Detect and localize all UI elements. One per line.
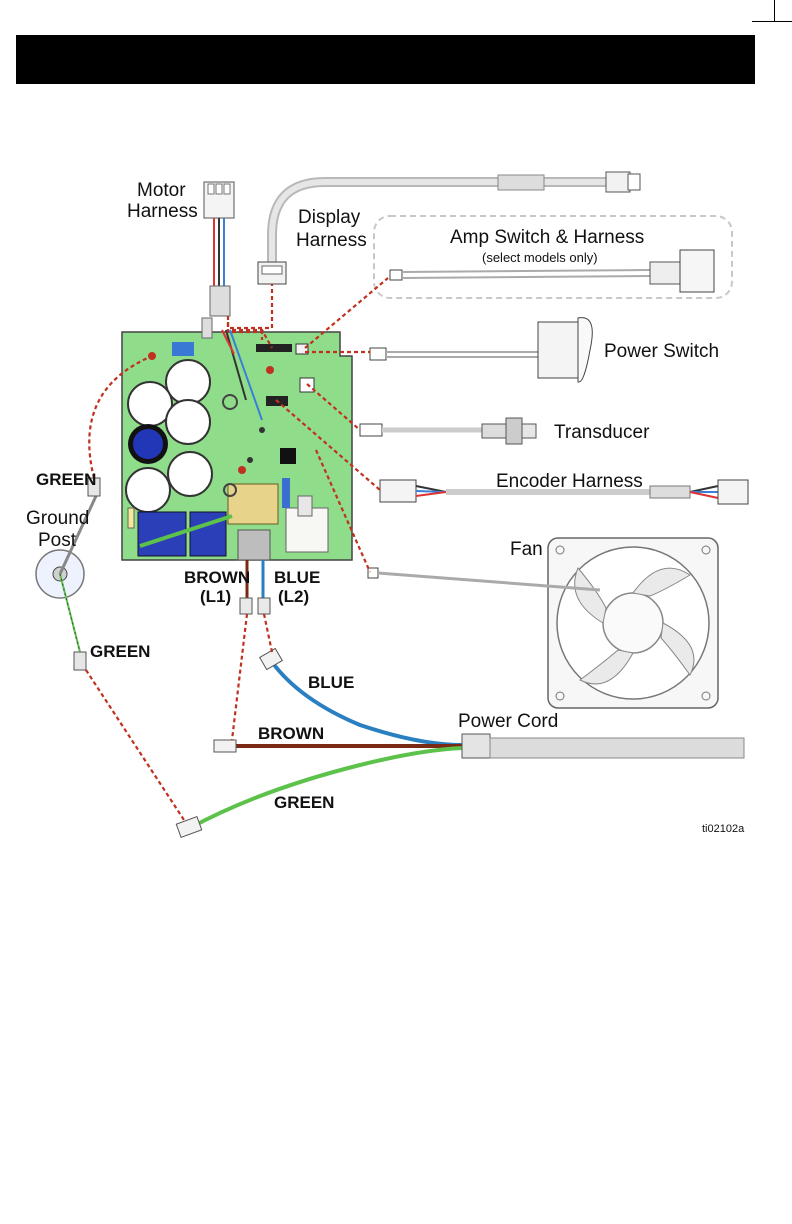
fan [368, 538, 718, 708]
label-brown-l1-line1: BROWN [184, 568, 250, 587]
label-motor-line1: Motor [137, 180, 186, 201]
label-blue-l2-line2: (L2) [278, 587, 309, 606]
transducer [360, 418, 536, 444]
label-display-line1: Display [298, 207, 361, 228]
label-green-top: GREEN [36, 470, 96, 489]
label-amp-switch-note: (select models only) [482, 250, 598, 265]
label-display-line2: Harness [296, 230, 367, 251]
label-transducer: Transducer [554, 422, 650, 443]
label-fan: Fan [510, 539, 543, 560]
label-motor-line2: Harness [127, 201, 198, 222]
label-brown-wire: BROWN [258, 724, 324, 743]
label-blue-l2-line1: BLUE [274, 568, 320, 587]
label-amp-switch: Amp Switch & Harness [450, 227, 644, 248]
power-switch [370, 318, 592, 383]
label-encoder-harness: Encoder Harness [496, 471, 643, 492]
motor-harness [204, 182, 234, 316]
label-green-mid: GREEN [90, 642, 150, 661]
label-green-wire: GREEN [274, 793, 334, 812]
figure-id: ti02102a [702, 823, 745, 835]
label-brown-l1-line2: (L1) [200, 587, 231, 606]
label-ground-line2: Post [38, 530, 77, 551]
label-ground-line1: Ground [26, 508, 89, 529]
label-blue-wire: BLUE [308, 673, 354, 692]
label-power-switch: Power Switch [604, 341, 719, 362]
label-power-cord: Power Cord [458, 711, 558, 732]
